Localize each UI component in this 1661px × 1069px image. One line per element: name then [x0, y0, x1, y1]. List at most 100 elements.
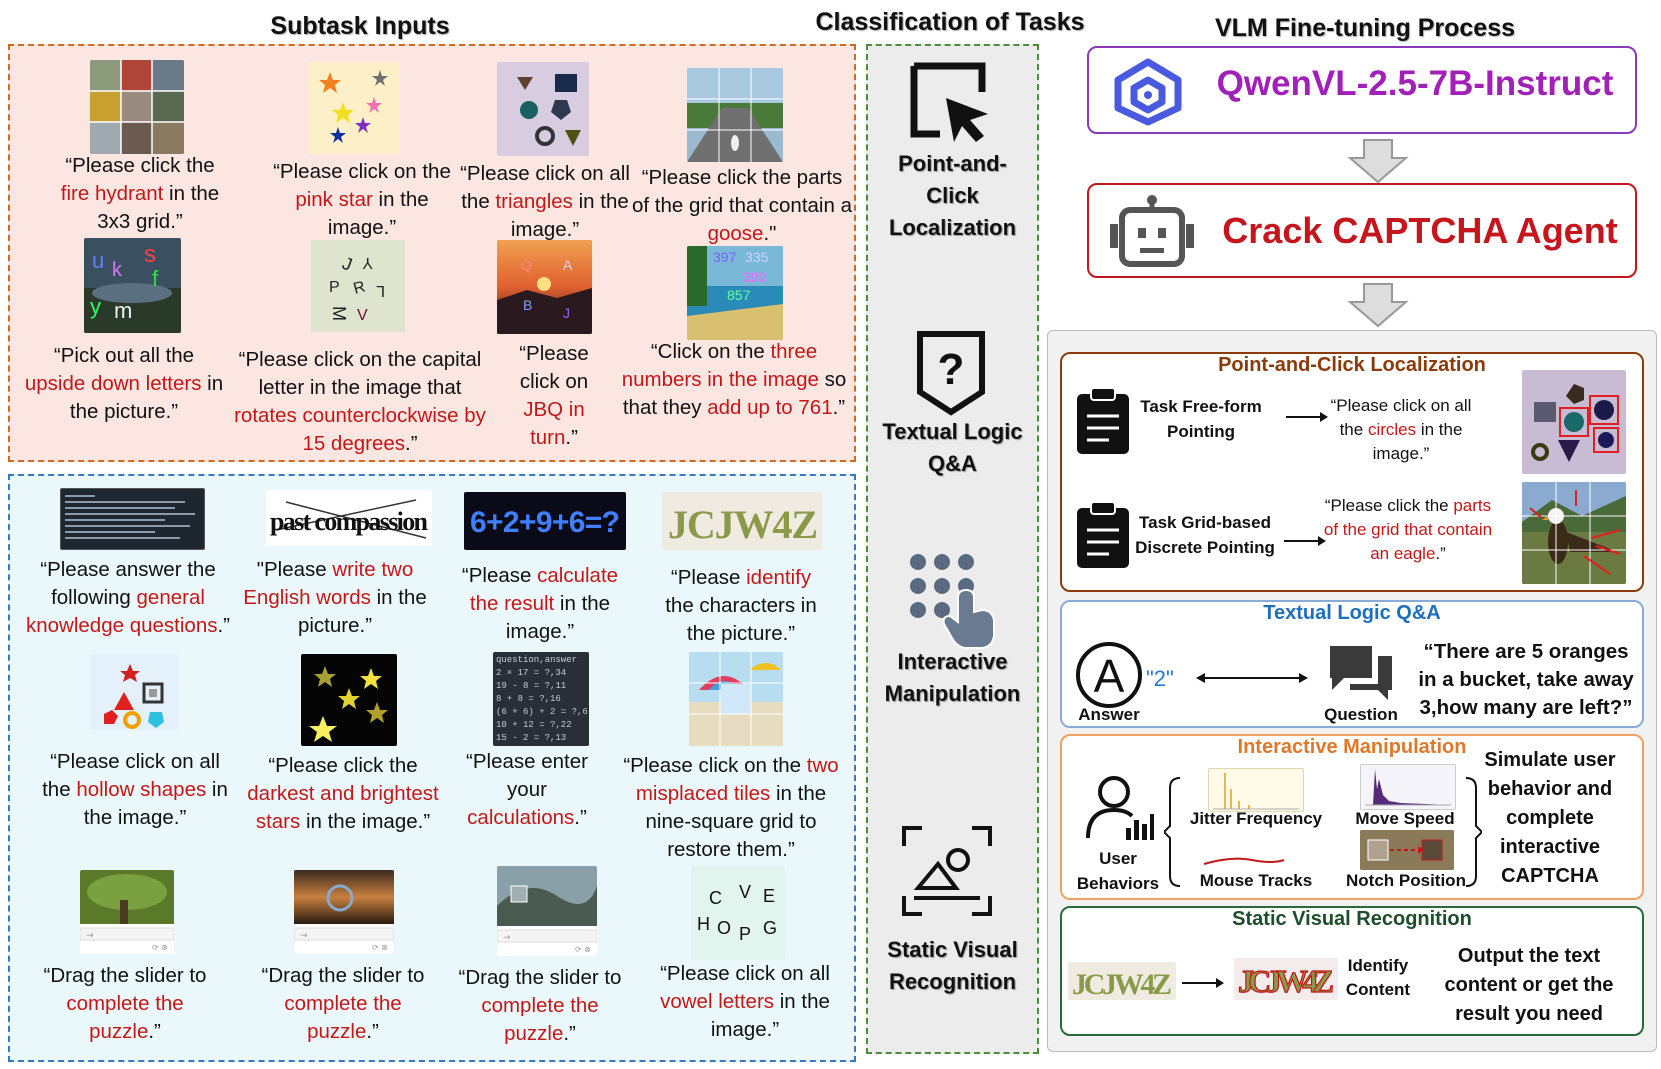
svg-text:m: m: [114, 298, 132, 323]
svg-text:question,answer: question,answer: [496, 655, 577, 665]
svg-text:8 + 8 = ?,16: 8 + 8 = ?,16: [496, 694, 561, 704]
interactive-summary: Simulate user behavior and complete inte…: [1484, 749, 1616, 887]
subtask-caption: “Click on the three numbers in the image…: [621, 340, 847, 419]
down-arrow: [1346, 138, 1410, 189]
answer-icon: A: [1074, 640, 1144, 715]
svg-text:⟳ ⊗: ⟳ ⊗: [372, 943, 388, 952]
move-speed-chart: [1360, 764, 1456, 810]
subtask-caption: “Please click the parts of the grid that…: [632, 166, 852, 245]
subtask-caption: “Please click on all vowel letters in th…: [660, 962, 830, 1041]
svg-text:M: M: [329, 306, 349, 321]
bidirectional-arrow: [1196, 671, 1308, 690]
svg-text:⟳ ⊗: ⟳ ⊗: [152, 943, 168, 952]
notch-position-label: Notch Position: [1346, 871, 1466, 890]
subtask-caption: “Pick out all the upside down letters in…: [24, 344, 224, 423]
subtask-caption: “Drag the slider to complete the puzzle.…: [43, 964, 207, 1043]
subtask-caption: “Please calculate the result in the imag…: [461, 564, 619, 643]
subtask-caption: “Please click on the pink star in the im…: [273, 160, 451, 239]
clipboard-icon: [1075, 500, 1131, 575]
question-label: Question: [1324, 705, 1398, 724]
user-behaviors-label: User Behaviors: [1076, 849, 1160, 893]
task-grid-based-label: Task Grid-based Discrete Pointing: [1135, 513, 1275, 557]
fire-hydrant-grid-image: [90, 60, 184, 154]
answer-label: Answer: [1078, 705, 1140, 724]
touch-keypad-icon: [906, 550, 1002, 655]
stars-dark-image: [301, 654, 397, 746]
move-speed-label: Move Speed: [1355, 809, 1455, 828]
subtask-inputs-header: Subtask Inputs: [270, 12, 450, 40]
svg-text:G: G: [763, 918, 777, 938]
shapes-image: [497, 62, 589, 156]
svg-text:JCJW4Z: JCJW4Z: [668, 502, 818, 547]
svg-text:k: k: [112, 259, 123, 281]
svg-text:V: V: [357, 307, 368, 324]
svg-text:H: H: [697, 914, 710, 934]
svg-text:f: f: [152, 266, 159, 291]
hollow-shapes-image: [90, 654, 178, 730]
beach-numbers-image: 397 335 390 857: [687, 246, 783, 340]
svg-text:→: →: [300, 931, 308, 941]
chat-bubbles-icon: [1326, 642, 1396, 709]
svg-text:Q: Q: [521, 257, 532, 273]
static-visual-title: Static Visual Recognition: [1232, 908, 1472, 930]
subtask-caption: “Please click on all the hollow shapes i…: [42, 750, 228, 829]
svg-text:R: R: [352, 278, 368, 297]
subtask-caption: “Please click the darkest and brightest …: [247, 754, 439, 833]
right-arrow: [1182, 976, 1224, 994]
svg-text:→: →: [86, 931, 94, 941]
qwen-model-name: QwenVL-2.5-7B-Instruct: [1216, 64, 1614, 103]
sunset-letters-image: Q A B J: [497, 240, 592, 334]
svg-text:P: P: [329, 279, 340, 296]
svg-text:u: u: [92, 248, 104, 273]
svg-text:JCJW4Z: JCJW4Z: [1072, 968, 1172, 1000]
eagle-grid-image: [1522, 482, 1626, 584]
svg-text:19 - 8 = ?,11: 19 - 8 = ?,11: [496, 681, 566, 691]
notch-position-image: [1360, 830, 1454, 870]
svg-text:s: s: [144, 241, 156, 268]
rotated-letter: J: [340, 253, 355, 275]
jitter-frequency-chart: [1208, 768, 1304, 812]
classification-header: Classification of Tasks: [815, 8, 1085, 36]
svg-text:857: 857: [727, 287, 751, 303]
agent-name: Crack CAPTCHA Agent: [1222, 210, 1618, 251]
right-arrow: [1286, 410, 1328, 428]
user-analytics-icon: [1082, 774, 1154, 851]
svg-text:10 + 12 = ?,22: 10 + 12 = ?,22: [496, 720, 572, 730]
down-arrow: [1346, 282, 1410, 333]
right-arrow: [1284, 534, 1326, 552]
svg-text:390: 390: [743, 269, 767, 285]
subtask-caption: “Please identify the characters in the p…: [665, 566, 817, 645]
point-click-title: Point-and-Click Localization: [1218, 354, 1486, 376]
crack-captcha-agent-box: [1087, 183, 1637, 278]
mouse-tracks-line: [1202, 854, 1286, 873]
goose-road-image: [687, 68, 783, 162]
svg-text:(6 + 6) + 2 = ?,6: (6 + 6) + 2 = ?,6: [496, 707, 588, 717]
interactive-manipulation-box: [1060, 734, 1644, 900]
vowel-letters-image: C V E H O P G: [691, 866, 785, 960]
subtask-caption: “Please click on all the triangles in th…: [460, 162, 630, 241]
svg-text:P: P: [739, 924, 751, 944]
textual-logic-title: Textual Logic Q&A: [1263, 602, 1441, 624]
answer-value: "2": [1146, 666, 1174, 691]
svg-text:J: J: [563, 305, 570, 321]
slider-puzzle-image: → ⟳ ⊗: [294, 870, 394, 954]
bottom-subtask-panel: [8, 474, 856, 1062]
svg-text:15 - 2 = ?,13: 15 - 2 = ?,13: [496, 733, 566, 743]
svg-text:L: L: [376, 282, 385, 299]
subtask-caption: “Please click on the two misplaced tiles…: [623, 754, 839, 861]
calculations-image: question,answer 2 × 17 = ?,34 19 - 8 = ?…: [493, 652, 589, 746]
bracket: [1162, 776, 1182, 893]
svg-text:⟳ ⊗: ⟳ ⊗: [575, 945, 591, 954]
subtask-caption: “Please click the fire hydrant in the 3x…: [60, 154, 220, 233]
question-text: “There are 5 oranges in a bucket, take a…: [1418, 640, 1634, 719]
svg-text:2 × 17 = ?,34: 2 × 17 = ?,34: [496, 668, 566, 678]
svg-text:O: O: [717, 918, 731, 938]
svg-text:6+2+9+6=?: 6+2+9+6=?: [470, 506, 620, 539]
cursor-select-icon: [910, 62, 992, 149]
svg-text:past compassion: past compassion: [270, 507, 429, 536]
svg-text:B: B: [523, 297, 532, 313]
